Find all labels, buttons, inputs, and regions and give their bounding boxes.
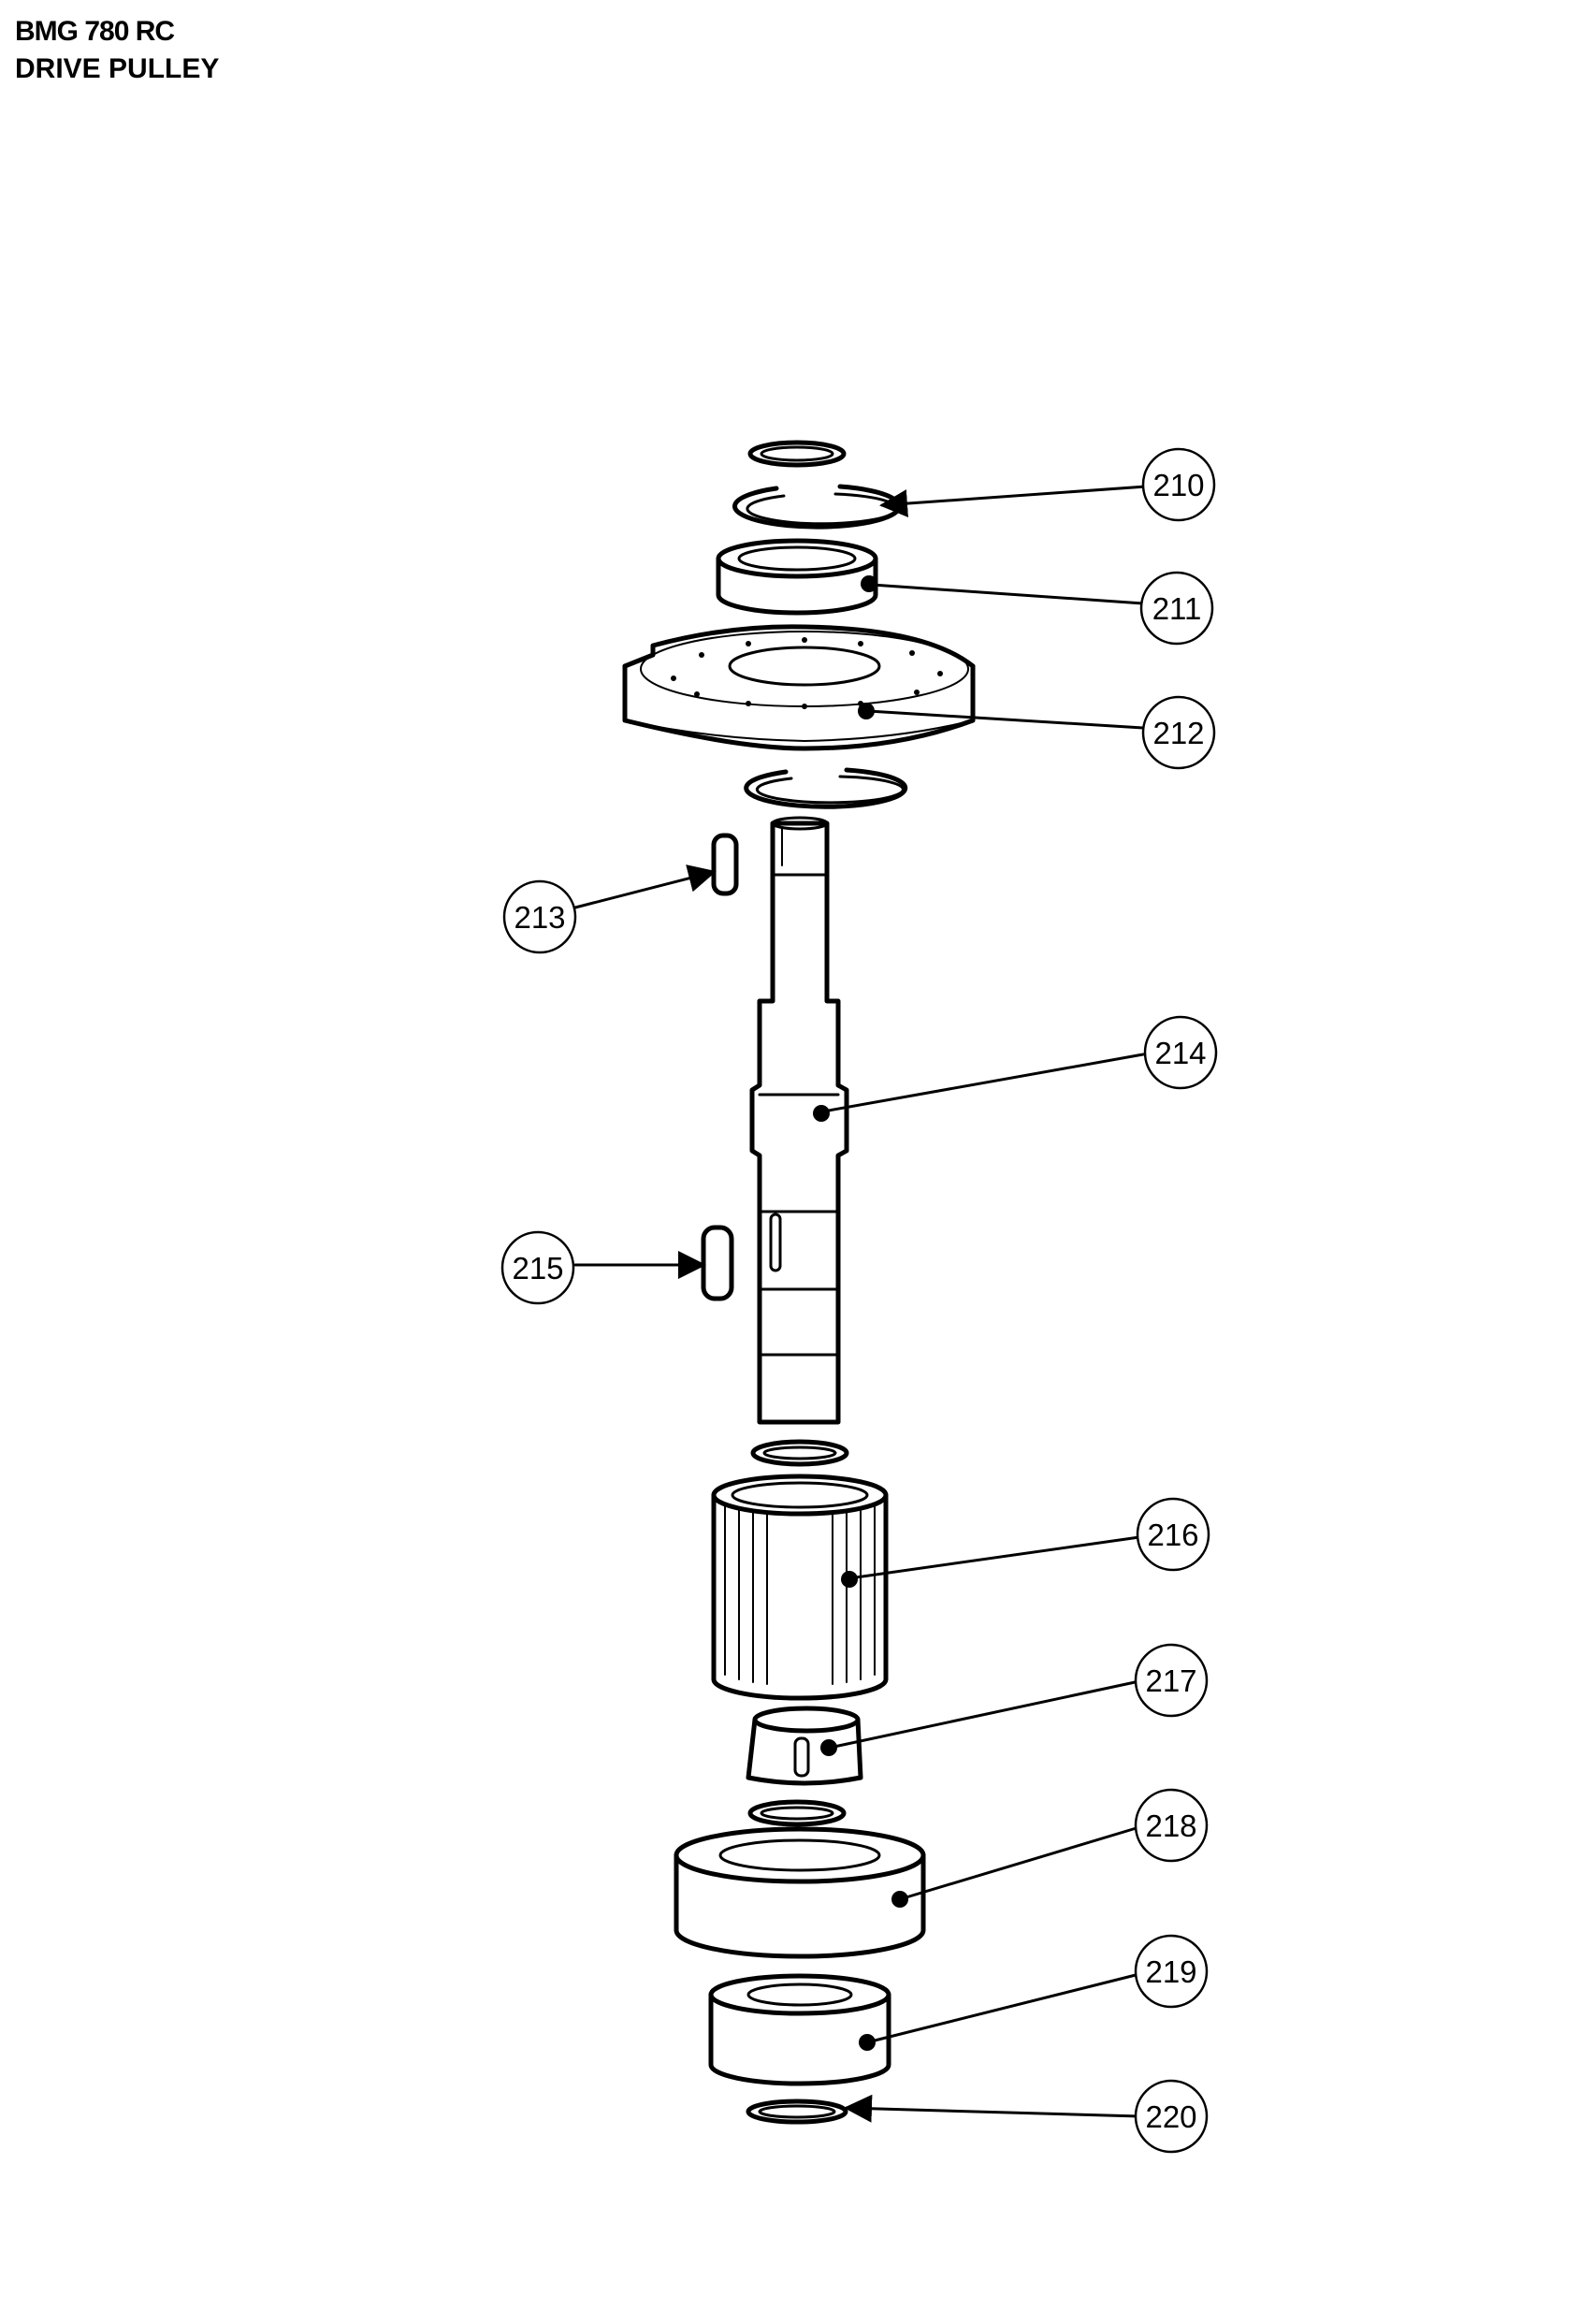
leader-210 <box>879 485 1148 518</box>
callout-210: 210 <box>1141 447 1216 522</box>
leader-212 <box>866 709 1145 730</box>
callout-211: 211 <box>1139 571 1214 646</box>
callout-210-label: 210 <box>1152 468 1204 502</box>
leader-216 <box>848 1535 1141 1580</box>
leader-218 <box>898 1825 1141 1901</box>
part-213-key <box>711 833 739 896</box>
callout-215: 215 <box>500 1230 575 1305</box>
callout-217-label: 217 <box>1145 1663 1196 1698</box>
callout-216-label: 216 <box>1147 1518 1198 1552</box>
housing-spacer-ring <box>747 1799 847 1827</box>
attachment-dots <box>813 575 908 2051</box>
callout-215-label: 215 <box>512 1251 563 1285</box>
leader-214 <box>821 1053 1145 1113</box>
leader-211 <box>870 583 1145 605</box>
callout-213: 213 <box>502 879 577 954</box>
shaft-spacer-ring <box>750 1439 849 1467</box>
callout-212: 212 <box>1141 695 1216 770</box>
part-220-retaining-ring <box>746 2099 848 2125</box>
callout-213-label: 213 <box>514 900 565 935</box>
callout-218: 218 <box>1134 1788 1209 1863</box>
part-216-toothed-pulley <box>711 1474 889 1701</box>
leader-217 <box>828 1679 1141 1750</box>
part-212-flange-plate <box>622 624 976 751</box>
part-210-circlip <box>732 484 902 530</box>
lower-circlip <box>744 767 908 809</box>
part-219-bearing <box>708 1973 891 2086</box>
model-name: BMG 780 RC <box>15 16 175 47</box>
callout-220-label: 220 <box>1145 2099 1196 2134</box>
part-211-bearing <box>716 538 878 616</box>
callout-211-label: 211 <box>1152 591 1202 626</box>
leader-lines <box>573 485 1148 2123</box>
leader-219 <box>865 1972 1141 2044</box>
callout-214: 214 <box>1143 1015 1218 1090</box>
callout-212-label: 212 <box>1152 716 1204 750</box>
part-217-bushing <box>746 1706 863 1786</box>
section-name: DRIVE PULLEY <box>15 53 220 84</box>
part-218-bearing-housing <box>674 1826 926 1959</box>
callout-219: 219 <box>1134 1934 1209 2009</box>
callout-220: 220 <box>1134 2079 1209 2154</box>
document-title: BMG 780 RC DRIVE PULLEY <box>15 13 219 88</box>
part-215-key <box>701 1225 734 1301</box>
callout-bubbles: 210 211 212 213 214 215 216 217 <box>500 447 1218 2154</box>
leader-213 <box>573 864 717 909</box>
callout-218-label: 218 <box>1145 1808 1196 1843</box>
callout-216: 216 <box>1136 1497 1210 1572</box>
top-retaining-ring <box>747 440 847 468</box>
leader-220 <box>844 2094 1141 2123</box>
callout-214-label: 214 <box>1154 1036 1206 1070</box>
part-214-shaft <box>749 816 849 1425</box>
callout-219-label: 219 <box>1145 1954 1196 1989</box>
callout-217: 217 <box>1134 1643 1209 1718</box>
